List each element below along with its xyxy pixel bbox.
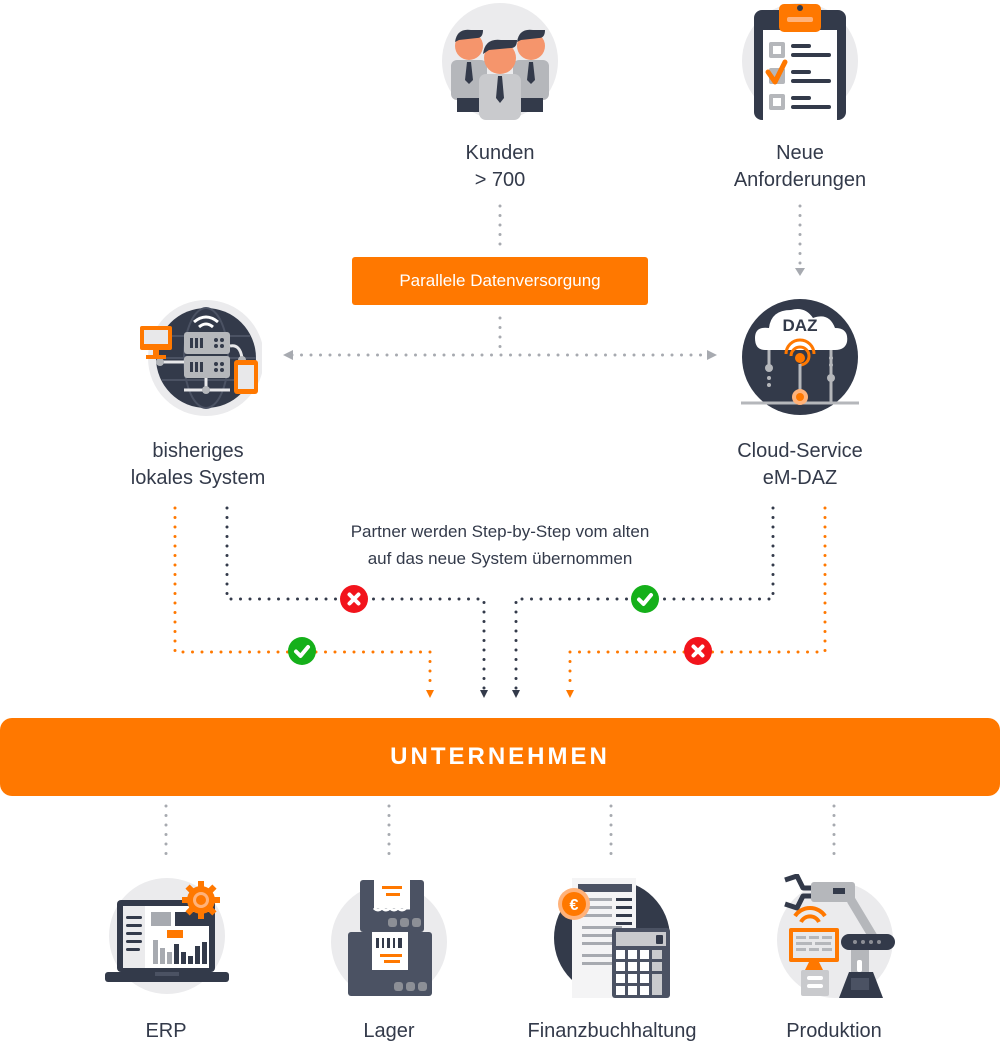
customers-icon [441,2,559,120]
ok-badge-legacy-orange [288,637,316,665]
department-label-produktion: Produktion [786,1020,882,1042]
robot-arm-icon [775,874,895,998]
calculator-invoice-icon: € [552,876,672,998]
migration-note-line1: Partner werden Step-by-Step vom alten [350,522,650,541]
company-label: UNTERNEHMEN [390,743,610,770]
kunden-title: Kunden [465,142,535,164]
checkmark-icon [288,637,316,665]
cloud-service-label: Cloud-Service eM-DAZ [700,438,900,492]
checkmark-icon [631,585,659,613]
legacy-system-title-line1: bisheriges [152,440,244,462]
boxes-icon [330,878,448,996]
euro-icon: € [570,897,579,914]
anforderungen-title-line1: Neue [776,142,824,164]
department-label-lager: Lager [363,1020,415,1042]
arrow-down-orange-left-icon [426,690,434,698]
cloud-daz-text: DAZ [783,316,818,335]
parallel-data-supply-label: Parallele Datenversorgung [352,257,648,305]
ok-badge-cloud-dark [631,585,659,613]
blocked-badge-legacy-dark [340,585,368,613]
cloud-daz-icon: DAZ [741,298,859,416]
laptop-gear-icon [105,878,229,996]
arrow-down-dark-right-icon [512,690,520,698]
anforderungen-title-line2: Anforderungen [733,169,867,191]
parallel-data-supply-text: Parallele Datenversorgung [399,271,601,290]
department-label-fibu: Finanzbuchhaltung [527,1020,697,1042]
cloud-service-title-line1: Cloud-Service [737,440,863,462]
legacy-system-title-line2: lokales System [130,467,266,489]
cloud-service-title-line2: eM-DAZ [762,467,838,489]
arrow-right-icon [707,350,717,360]
close-icon [684,637,712,665]
migration-note-line2: auf das neue System übernommen [367,549,633,568]
arrow-down-orange-right-icon [566,690,574,698]
anforderungen-label: Neue Anforderungen [700,140,900,194]
department-label-erp: ERP [145,1020,187,1042]
arrow-down-dark-left-icon [480,690,488,698]
server-network-icon [140,298,262,420]
migration-note: Partner werden Step-by-Step vom alten au… [250,518,750,572]
arrow-left-icon [283,350,293,360]
blocked-badge-cloud-orange [684,637,712,665]
company-banner: UNTERNEHMEN [0,718,1000,796]
clipboard-checklist-icon [741,2,859,120]
kunden-label: Kunden > 700 [420,140,580,194]
close-icon [340,585,368,613]
arrow-down-cloud-icon [795,268,805,276]
kunden-count: > 700 [474,169,526,191]
legacy-system-label: bisheriges lokales System [98,438,298,492]
